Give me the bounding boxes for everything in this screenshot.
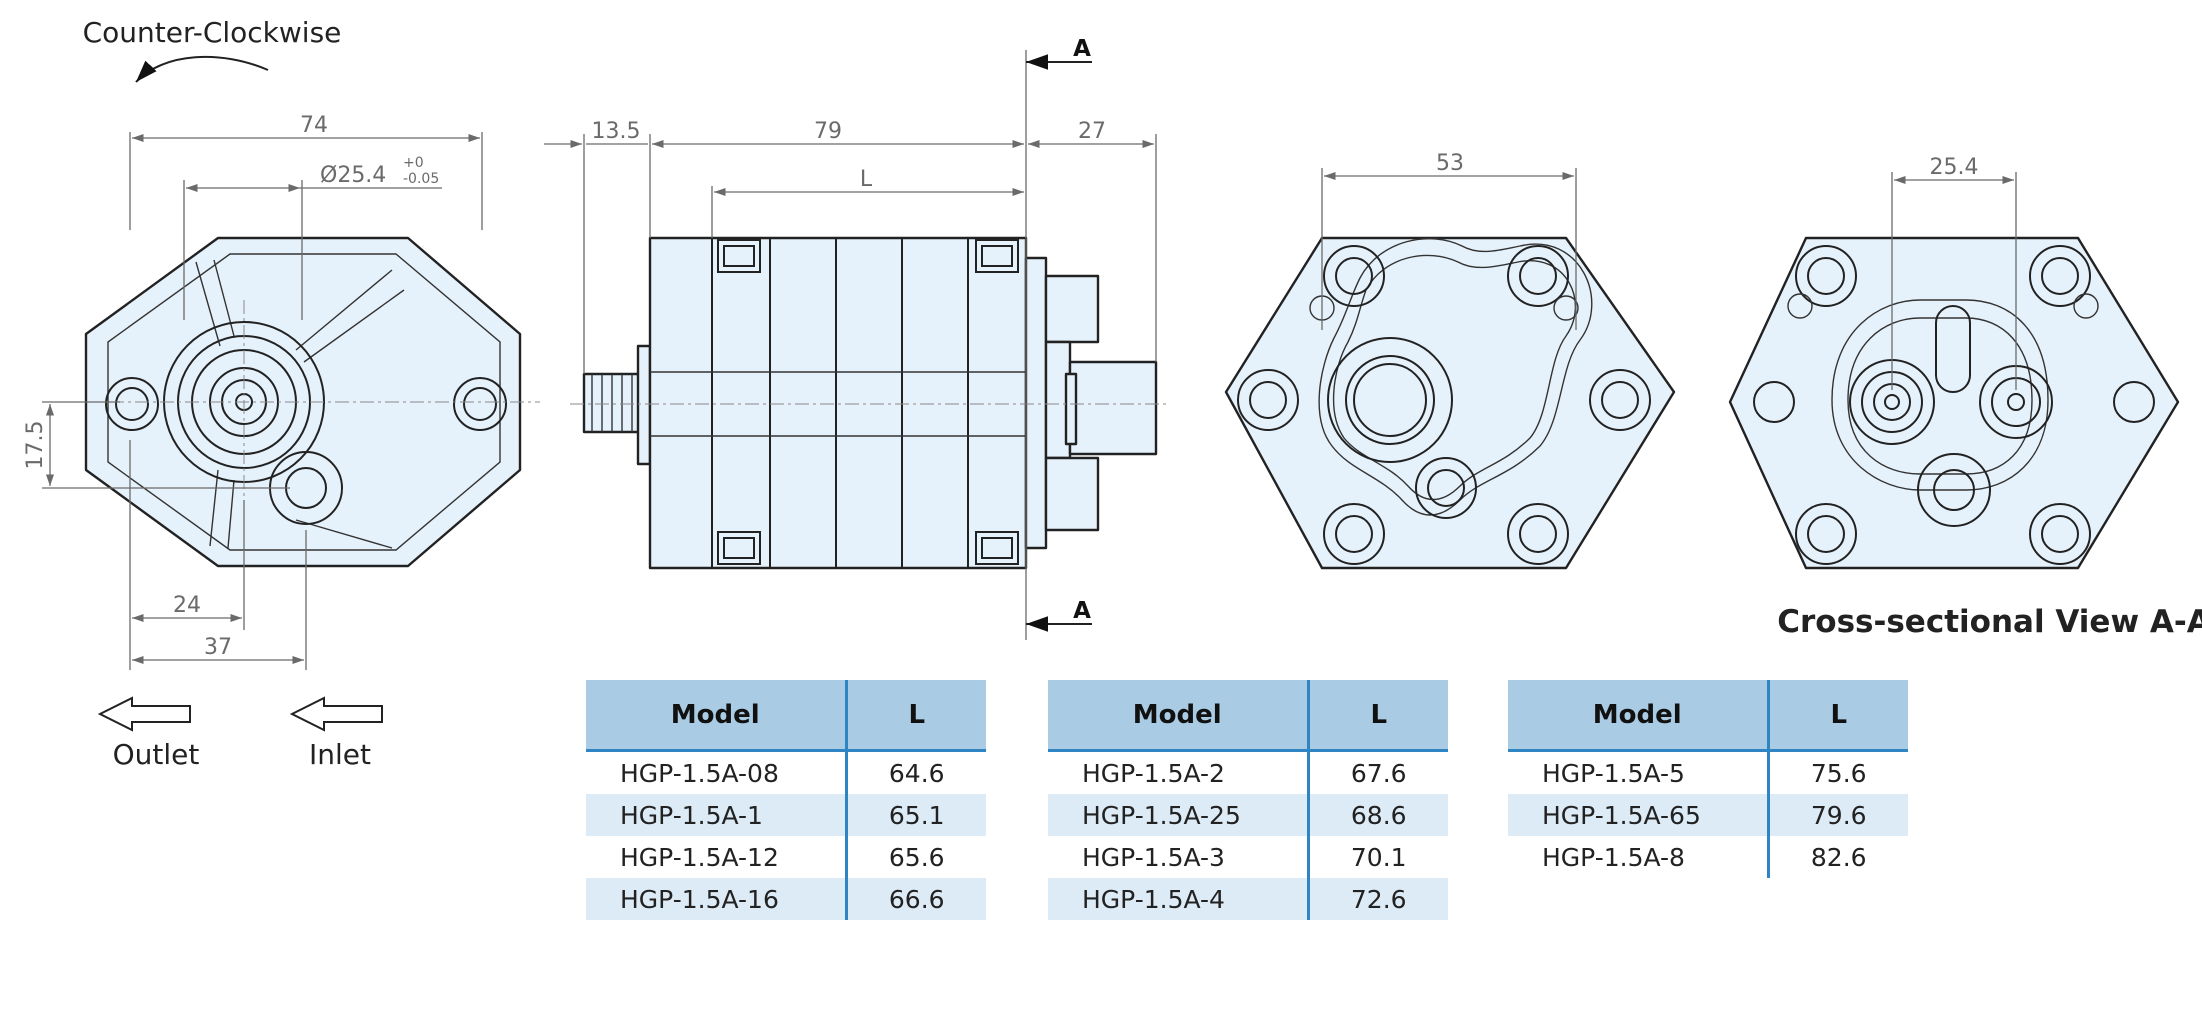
table-header-row: Model L xyxy=(1508,680,1908,752)
dim-shaft-length-13-5: 13.5 xyxy=(592,119,641,144)
dim-shaft-diameter: Ø25.4 xyxy=(320,163,386,188)
l-cell: 79.6 xyxy=(1768,794,1908,836)
table-row: HGP-1.5A-8 82.6 xyxy=(1508,836,1908,878)
dim-flange-length-27: 27 xyxy=(1078,119,1106,144)
dim-port-spacing-25-4: 25.4 xyxy=(1930,155,1979,180)
table-row: HGP-1.5A-2 67.6 xyxy=(1048,750,1448,794)
l-cell: 65.1 xyxy=(846,794,986,836)
dim-length-l: L xyxy=(860,167,873,192)
l-cell: 75.6 xyxy=(1810,758,1867,788)
header-model: Model xyxy=(586,680,848,752)
model-cell: HGP-1.5A-12 xyxy=(586,836,848,878)
table-row: HGP-1.5A-08 64.6 xyxy=(586,750,986,794)
l-cell: 67.6 xyxy=(1350,758,1407,788)
model-cell: HGP-1.5A-1 xyxy=(586,794,848,836)
side-view: 13.5 79 27 L A A xyxy=(544,36,1170,640)
outlet-label: Outlet xyxy=(113,738,200,771)
outlet-arrow-icon xyxy=(97,696,191,732)
dim-inlet-offset-37: 37 xyxy=(204,635,232,660)
l-cell: 68.6 xyxy=(1308,794,1448,836)
table-row: HGP-1.5A-3 70.1 xyxy=(1048,836,1448,878)
model-cell: HGP-1.5A-3 xyxy=(1048,836,1310,878)
model-cell: HGP-1.5A-5 xyxy=(1508,750,1770,794)
model-cell: HGP-1.5A-4 xyxy=(1048,878,1310,920)
l-cell: 82.6 xyxy=(1810,842,1867,872)
header-model: Model xyxy=(1508,680,1770,752)
rear-view: 53 xyxy=(1224,151,1676,570)
rotation-label: Counter-Clockwise xyxy=(83,16,342,49)
dim-width-74: 74 xyxy=(300,113,328,138)
table-header-row: Model L xyxy=(1048,680,1448,752)
header-model: Model xyxy=(1048,680,1310,752)
header-l: L xyxy=(846,680,986,752)
dim-height-17-5: 17.5 xyxy=(23,421,48,470)
dim-tolerance-lower: -0.05 xyxy=(403,171,439,187)
l-cell: 65.6 xyxy=(888,842,945,872)
table-header-row: Model L xyxy=(586,680,986,752)
l-cell: 64.6 xyxy=(888,758,945,788)
section-title: Cross-sectional View A-A xyxy=(1777,604,2202,640)
l-cell: 72.6 xyxy=(1308,878,1448,920)
model-cell: HGP-1.5A-2 xyxy=(1048,750,1310,794)
header-l: L xyxy=(1768,680,1908,752)
model-cell: HGP-1.5A-16 xyxy=(586,878,848,920)
model-cell: HGP-1.5A-25 xyxy=(1048,794,1310,836)
dim-rear-bolt-span-53: 53 xyxy=(1436,151,1464,176)
model-cell: HGP-1.5A-08 xyxy=(586,750,848,794)
l-cell: 66.6 xyxy=(846,878,986,920)
model-cell: HGP-1.5A-8 xyxy=(1508,836,1770,878)
dim-body-length-79: 79 xyxy=(814,119,842,144)
dim-outlet-offset-24: 24 xyxy=(173,593,201,618)
section-marker-bottom: A xyxy=(1073,598,1091,624)
inlet-label: Inlet xyxy=(309,738,371,771)
cross-section-view: 25.4 Cross-sectional View A-A xyxy=(1728,155,2202,640)
header-l: L xyxy=(1308,680,1448,752)
l-cell: 70.1 xyxy=(1350,842,1407,872)
model-cell: HGP-1.5A-65 xyxy=(1508,794,1770,836)
dim-tolerance-upper: +0 xyxy=(403,155,424,171)
front-view: Counter-Clockwise 74 Ø25.4 +0 - xyxy=(23,16,540,771)
rotation-arrow-icon xyxy=(135,55,269,83)
section-marker-top: A xyxy=(1073,36,1091,62)
table-row: HGP-1.5A-5 75.6 xyxy=(1508,750,1908,794)
inlet-arrow-icon xyxy=(289,696,383,732)
table-row: HGP-1.5A-12 65.6 xyxy=(586,836,986,878)
